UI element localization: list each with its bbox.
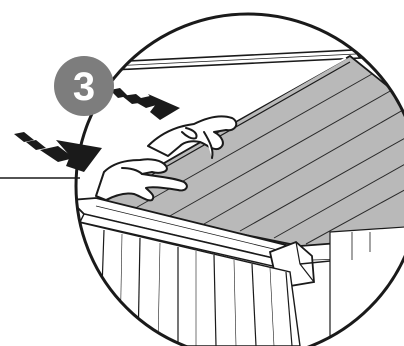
step-badge: 3 (54, 56, 114, 116)
step-number: 3 (73, 65, 95, 109)
side-wall (330, 226, 404, 346)
